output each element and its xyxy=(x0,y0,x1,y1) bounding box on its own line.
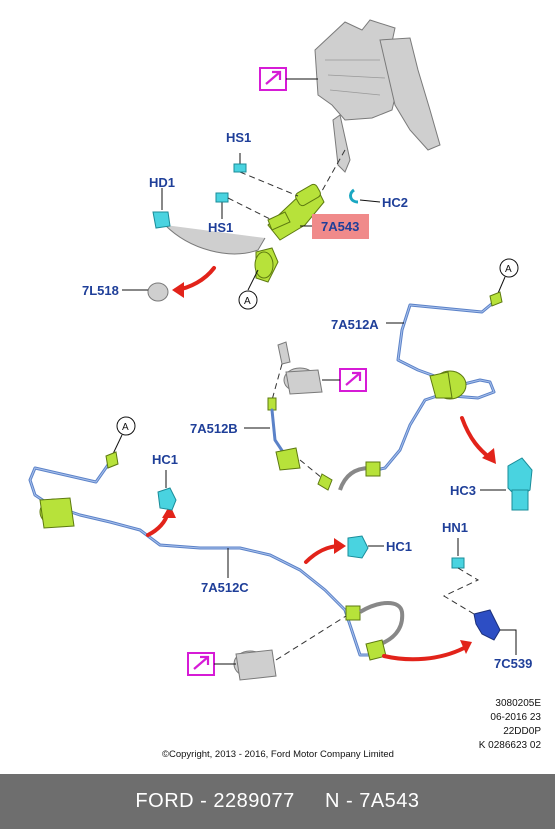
label-hs1-bottom: HS1 xyxy=(208,220,233,235)
clip-hc1-center xyxy=(347,535,369,559)
ref-a-left: A xyxy=(122,422,129,433)
direction-arrow-icon xyxy=(382,646,466,662)
label-hn1: HN1 xyxy=(442,520,468,535)
bracket-hc3 xyxy=(507,457,533,511)
pipe-7a512c xyxy=(28,451,405,661)
slave-cylinder xyxy=(233,615,347,681)
label-7l518: 7L518 xyxy=(82,283,119,298)
meta-code-4: K 0286623 02 xyxy=(479,740,542,751)
ref-a-right: A xyxy=(505,264,512,275)
label-7a512c: 7A512C xyxy=(201,580,249,595)
label-hd1: HD1 xyxy=(149,175,175,190)
label-hc1-center: HC1 xyxy=(386,539,412,554)
view-callout-icon xyxy=(259,67,318,91)
bracket-7c539 xyxy=(473,609,501,641)
bolt-hs1-bottom xyxy=(215,192,229,203)
label-7c539: 7C539 xyxy=(494,656,532,671)
copyright-text: ©Copyright, 2013 - 2016, Ford Motor Comp… xyxy=(162,749,394,760)
view-callout-icon xyxy=(187,652,236,676)
parts-diagram: HS1 HD1 HS1 HC2 7A543 7L518 A A 7A512A xyxy=(28,19,542,760)
label-hc1-left: HC1 xyxy=(152,452,178,467)
ref-a-top: A xyxy=(244,296,251,307)
footer-bar: FORD - 2289077 N - 7A543 xyxy=(0,774,555,829)
clip-hc2 xyxy=(349,188,359,204)
meta-code-2: 06-2016 23 xyxy=(490,712,541,723)
label-7a512b: 7A512B xyxy=(190,421,238,436)
meta-code-1: 3080205E xyxy=(495,698,541,709)
pedal-box-assembly xyxy=(314,19,441,199)
clutch-master-cylinder-7a543 xyxy=(164,183,325,283)
grommet-7l518 xyxy=(147,282,169,302)
pipe-7a512a xyxy=(374,291,503,472)
label-hc2: HC2 xyxy=(382,195,408,210)
label-7a543: 7A543 xyxy=(321,219,359,234)
meta-code-3: 22DD0P xyxy=(503,726,541,737)
label-hc3: HC3 xyxy=(450,483,476,498)
view-callout-icon xyxy=(322,368,367,392)
footer-part-number: FORD - 2289077 N - 7A543 xyxy=(135,790,420,812)
label-7a512a: 7A512A xyxy=(331,317,379,332)
clip-hc1-left xyxy=(157,487,177,511)
direction-arrow-icon xyxy=(460,416,492,460)
reference-circle-icon: A xyxy=(111,416,136,457)
slave-connector-7a512b xyxy=(267,341,381,491)
nut-hn1 xyxy=(451,557,465,569)
bolt-hs1-top xyxy=(233,163,247,173)
clip-hd1 xyxy=(152,211,171,229)
label-hs1-top: HS1 xyxy=(226,130,251,145)
reference-circle-icon: A xyxy=(238,269,259,310)
highlight-box-7a543 xyxy=(312,214,369,239)
